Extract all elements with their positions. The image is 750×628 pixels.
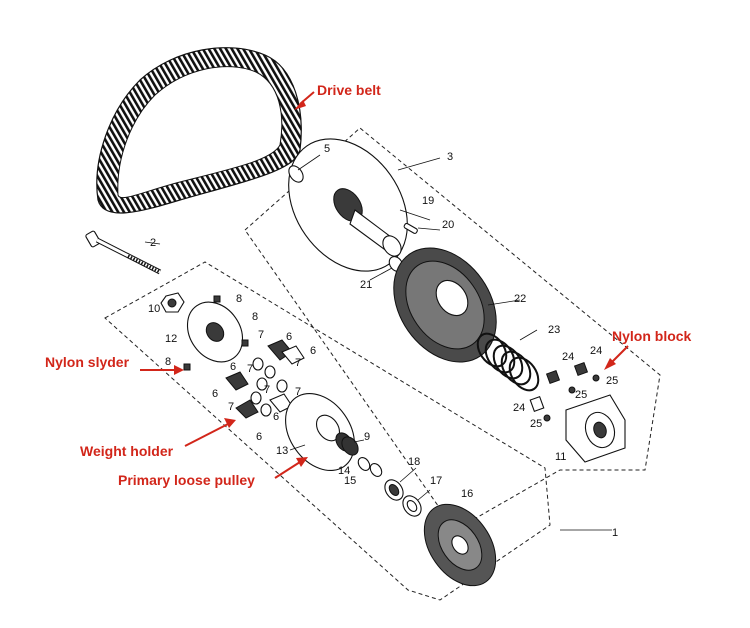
nylon-block-parts [529,361,600,422]
part-number-12: 12 [165,333,177,345]
slider-piece [241,339,249,347]
pin [403,222,418,234]
slider-piece [183,363,191,371]
part-number-8: 8 [165,356,171,368]
washer [369,463,383,477]
label-nylon-block: Nylon block [612,328,692,344]
rollers [250,357,288,417]
part-number-10: 10 [148,303,160,315]
slider-piece [213,295,221,303]
part-number-24: 24 [590,345,602,357]
part-number-6: 6 [212,388,218,400]
part-number-15: 15 [344,475,356,487]
washer [357,457,371,471]
part-number-8: 8 [236,293,242,305]
part-number-17: 17 [430,475,442,487]
label-nylon-slyder: Nylon slyder [45,354,130,370]
fixed-secondary-sheave [288,138,408,272]
primary-assembly-outline [104,261,551,601]
part-number-1: 1 [612,527,618,539]
part-number-6: 6 [230,361,236,373]
annotation-nylon-block: Nylon block [604,328,692,370]
weight-holders [225,339,305,419]
label-weight-holder: Weight holder [80,443,174,459]
bolt [85,230,162,275]
part-number-22: 22 [514,293,526,305]
part-number-3: 3 [447,151,453,163]
part-number-20: 20 [442,219,454,231]
part-number-16: 16 [461,488,473,500]
part-number-6: 6 [273,411,279,423]
annotation-nylon-slyder: Nylon slyder [45,354,184,375]
part-number-7: 7 [247,363,253,375]
part-number-7: 7 [295,386,301,398]
primary-spring [335,432,359,456]
part-numbers: 1 2 3 5 6 6 6 6 6 6 7 7 7 7 7 7 8 8 8 9 … [148,143,618,539]
part-number-18: 18 [408,456,420,468]
drive-belt [96,47,302,214]
part-number-5: 5 [324,143,330,155]
part-number-25: 25 [575,389,587,401]
part-number-7: 7 [228,401,234,413]
part-number-11: 11 [555,451,566,463]
annotation-drive-belt: Drive belt [294,82,381,110]
spring [476,332,540,392]
nut [160,292,185,313]
part-number-2: 2 [150,237,156,249]
part-number-6: 6 [286,331,292,343]
label-primary-loose-pulley: Primary loose pulley [118,472,255,488]
annotation-primary-loose-pulley: Primary loose pulley [118,457,308,488]
o-ring [288,165,304,183]
part-number-23: 23 [548,324,560,336]
cam-cover [565,394,626,463]
secondary-assembly-outline [244,127,661,531]
part-number-21: 21 [360,279,372,291]
part-number-14: 14 [338,465,350,477]
annotation-weight-holder: Weight holder [80,418,236,459]
part-number-24: 24 [513,402,525,414]
leader-lines [144,154,612,531]
movable-secondary-sheave [393,247,497,363]
part-number-19: 19 [422,195,434,207]
part-number-24: 24 [562,351,574,363]
primary-movable-sheave [285,392,355,472]
part-number-25: 25 [606,375,618,387]
part-number-7: 7 [264,384,270,396]
part-number-9: 9 [364,431,370,443]
bushing [384,479,404,501]
part-number-6: 6 [310,345,316,357]
part-number-6: 6 [256,431,262,443]
label-drive-belt: Drive belt [317,82,381,98]
part-number-7: 7 [258,329,264,341]
part-number-7: 7 [295,357,301,369]
part-number-25: 25 [530,418,542,430]
part-number-8: 8 [252,311,258,323]
sleeve [402,495,422,517]
primary-fixed-sheave [423,503,497,587]
ramp-plate [186,301,244,363]
part-number-13: 13 [276,445,288,457]
